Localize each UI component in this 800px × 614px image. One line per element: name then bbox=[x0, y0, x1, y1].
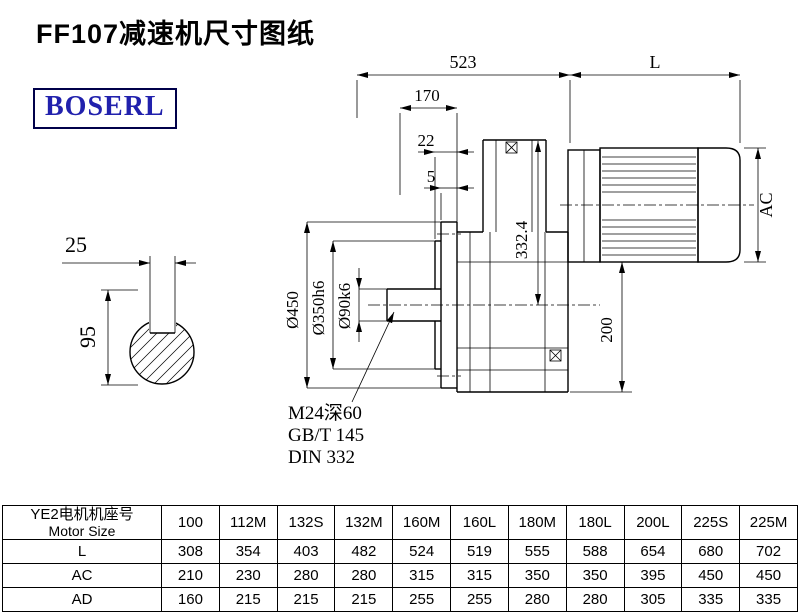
table-cell: 519 bbox=[450, 539, 509, 565]
dia-spigot-label: Ø350h6 bbox=[309, 281, 328, 336]
table-cell: 315 bbox=[392, 563, 452, 589]
col-header: 225M bbox=[739, 504, 798, 541]
fan-cowl bbox=[697, 147, 741, 263]
brand-logo: BOSERL bbox=[33, 88, 177, 129]
gearbox-side-view bbox=[368, 139, 754, 393]
housing-ribs bbox=[457, 140, 568, 392]
col-header: 132S bbox=[276, 504, 336, 541]
col-header: 200L bbox=[623, 504, 683, 541]
col-header: 100 bbox=[161, 504, 220, 541]
table-row-L: L 308 354 403 482 524 519 555 588 654 68… bbox=[2, 539, 798, 565]
housing-outline bbox=[457, 139, 569, 393]
table-cell: 215 bbox=[218, 587, 278, 613]
keyway-slot bbox=[149, 316, 176, 333]
dim-5-label: 5 bbox=[427, 167, 436, 186]
row-label: L bbox=[2, 539, 162, 565]
table-cell: 482 bbox=[334, 539, 394, 565]
table-cell: 160 bbox=[161, 587, 220, 613]
table-cell: 450 bbox=[739, 563, 798, 589]
dim-170-label: 170 bbox=[414, 86, 440, 105]
col-header: 160M bbox=[392, 504, 452, 541]
table-cell: 280 bbox=[565, 587, 625, 613]
dim-L-label: L bbox=[650, 52, 661, 72]
table-cell: 215 bbox=[276, 587, 336, 613]
technical-drawing: 25 95 bbox=[62, 52, 776, 468]
dim-25-label: 25 bbox=[65, 232, 87, 257]
table-header-cn: YE2电机机座号 bbox=[30, 506, 134, 523]
table-cell: 335 bbox=[739, 587, 798, 613]
table-cell: 255 bbox=[450, 587, 509, 613]
table-cell: 654 bbox=[623, 539, 683, 565]
table-cell: 210 bbox=[161, 563, 220, 589]
dim-523-label: 523 bbox=[450, 52, 477, 72]
table-cell: 255 bbox=[392, 587, 452, 613]
flange-spigot bbox=[434, 240, 441, 370]
table-header-cell: YE2电机机座号 Motor Size bbox=[2, 504, 162, 541]
table-cell: 450 bbox=[681, 563, 741, 589]
cooling-fins bbox=[602, 156, 696, 256]
dim-AC-label: AC bbox=[756, 192, 776, 217]
dia-flange-label: Ø450 bbox=[283, 291, 302, 329]
table-row-AD: AD 160 215 215 215 255 255 280 280 305 3… bbox=[2, 587, 798, 613]
table-cell: 305 bbox=[623, 587, 683, 613]
col-header: 225S bbox=[681, 504, 741, 541]
dim-95-label: 95 bbox=[75, 326, 100, 348]
row-label: AC bbox=[2, 563, 162, 589]
dim-22-label: 22 bbox=[418, 131, 435, 150]
note-tap: M24深60 bbox=[288, 402, 362, 424]
table-cell: 335 bbox=[681, 587, 741, 613]
note-gb-standard: GB/T 145 bbox=[288, 425, 364, 446]
table-cell: 230 bbox=[218, 563, 278, 589]
table-cell: 524 bbox=[392, 539, 452, 565]
table-cell: 354 bbox=[218, 539, 278, 565]
col-header: 112M bbox=[218, 504, 278, 541]
dia-shaft-label: Ø90k6 bbox=[335, 283, 354, 329]
dim-95 bbox=[101, 289, 138, 386]
table-cell: 555 bbox=[507, 539, 567, 565]
table-cell: 315 bbox=[450, 563, 509, 589]
table-header-en: Motor Size bbox=[48, 523, 116, 540]
motor-side-view bbox=[567, 147, 741, 263]
table-cell: 403 bbox=[276, 539, 336, 565]
shaft-section-view: 25 95 bbox=[62, 232, 196, 386]
table-cell: 395 bbox=[623, 563, 683, 589]
table-cell: 350 bbox=[507, 563, 567, 589]
motor-dimension-table: YE2电机机座号 Motor Size 100 112M 132S 132M 1… bbox=[2, 504, 798, 613]
page-title: FF107减速机尺寸图纸 bbox=[36, 19, 316, 49]
dimensions: 523 L 170 22 5 AC 332.4 200 Ø450 Ø350h6 … bbox=[283, 52, 776, 468]
table-cell: 308 bbox=[161, 539, 220, 565]
table-cell: 280 bbox=[507, 587, 567, 613]
col-header: 132M bbox=[334, 504, 394, 541]
col-header: 160L bbox=[450, 504, 509, 541]
table-cell: 280 bbox=[334, 563, 394, 589]
col-header: 180M bbox=[507, 504, 567, 541]
table-cell: 350 bbox=[565, 563, 625, 589]
dim-200-label: 200 bbox=[597, 317, 616, 343]
table-header-row: YE2电机机座号 Motor Size 100 112M 132S 132M 1… bbox=[2, 504, 798, 541]
table-cell: 702 bbox=[739, 539, 798, 565]
dim-332-label: 332.4 bbox=[512, 220, 531, 259]
table-cell: 280 bbox=[276, 563, 336, 589]
note-din-standard: DIN 332 bbox=[288, 447, 355, 468]
bolt-marks bbox=[505, 141, 562, 362]
table-cell: 215 bbox=[334, 587, 394, 613]
row-label: AD bbox=[2, 587, 162, 613]
col-header: 180L bbox=[565, 504, 625, 541]
hatching bbox=[130, 320, 194, 384]
table-cell: 588 bbox=[565, 539, 625, 565]
mounting-flange bbox=[440, 221, 458, 392]
table-cell: 680 bbox=[681, 539, 741, 565]
table-row-AC: AC 210 230 280 280 315 315 350 350 395 4… bbox=[2, 563, 798, 589]
